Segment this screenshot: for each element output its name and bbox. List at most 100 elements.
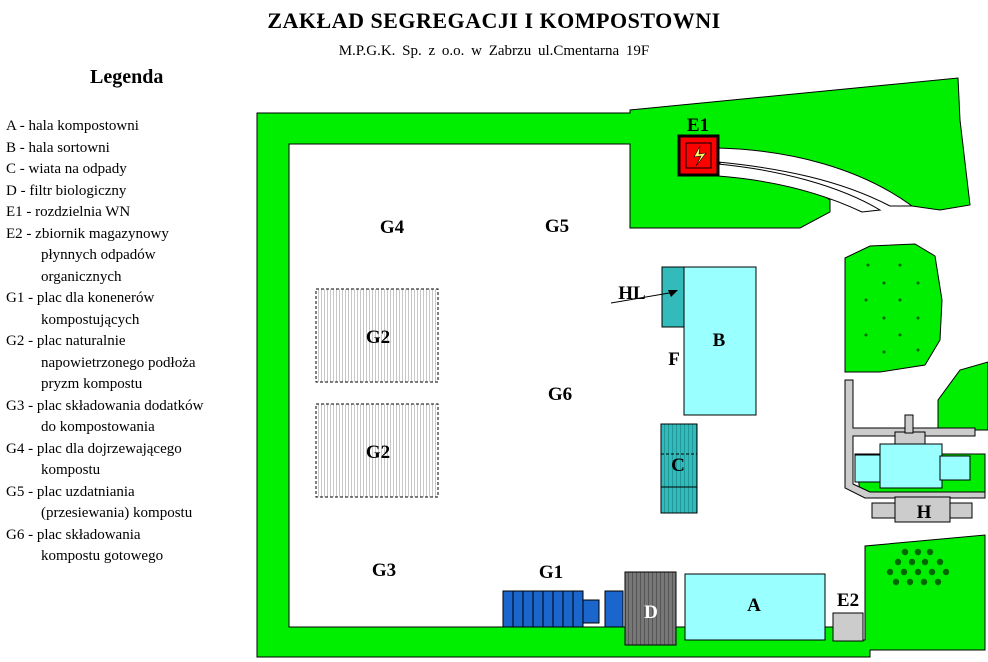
- tree-icon: [892, 578, 900, 586]
- label-c: C: [671, 455, 685, 476]
- label-g3: G3: [372, 560, 396, 581]
- label-e1: E1: [687, 115, 709, 136]
- containers-g1: [502, 590, 624, 628]
- tree-icon: [934, 578, 942, 586]
- building-hl: [661, 266, 686, 328]
- building-cluster-right: [939, 455, 971, 481]
- legend-item-g5: G5 - plac uzdatniania(przesiewania) komp…: [6, 482, 256, 525]
- lightning-icon: [693, 145, 707, 167]
- area-g2-lower: [315, 403, 439, 498]
- tree-icon: [901, 548, 909, 556]
- site-boundary-grass: [256, 77, 986, 658]
- label-hl: HL: [618, 283, 645, 304]
- green-patch-trees-upper: [844, 243, 943, 373]
- legend-line: G4 - plac dla dojrzewającego: [6, 440, 182, 457]
- legend-line: G1 - plac dla konenerów: [6, 290, 155, 306]
- tree-icon: [900, 568, 908, 576]
- legend-item-d: D - filtr biologiczny: [6, 181, 256, 203]
- tree-icon: [928, 568, 936, 576]
- tree-icon: [898, 333, 902, 337]
- tree-icon: [898, 298, 902, 302]
- container: [604, 590, 624, 628]
- tree-icon: [882, 316, 886, 320]
- container: [502, 590, 514, 628]
- legend-line: E1 - rozdzielnia WN: [6, 204, 131, 220]
- tree-icon: [936, 558, 944, 566]
- legend-line: G5 - plac uzdatniania: [6, 483, 135, 500]
- tree-icon: [916, 281, 920, 285]
- building-b: [683, 266, 757, 416]
- legend-line: kompostu gotowego: [41, 548, 164, 564]
- tree-icon: [916, 348, 920, 352]
- legend-item-a: A - hala kompostowni: [6, 116, 256, 138]
- label-b: B: [713, 330, 726, 351]
- legend-item-g6: G6 - plac składowania kompostu gotowego: [6, 525, 256, 568]
- legend-item-e1: E1 - rozdzielnia WN: [6, 202, 256, 224]
- legend-line: A - hala kompostowni: [6, 118, 139, 134]
- legend-item-g4: G4 - plac dla dojrzewającego kompostu: [6, 439, 256, 482]
- tree-icon: [908, 558, 916, 566]
- green-patch-right: [937, 361, 988, 431]
- legend-title: Legenda: [90, 66, 164, 88]
- tree-icon: [914, 548, 922, 556]
- tree-icon: [866, 263, 870, 267]
- trees-lower: [886, 548, 950, 586]
- hl-arrow: [610, 291, 676, 304]
- tree-icon: [886, 568, 894, 576]
- legend-line: do kompostowania: [41, 419, 155, 435]
- tree-icon: [864, 298, 868, 302]
- legend-line: pryzm kompostu: [41, 376, 143, 392]
- container: [572, 590, 584, 628]
- tree-icon: [882, 350, 886, 354]
- tree-icon: [926, 548, 934, 556]
- tree-icon: [864, 333, 868, 337]
- container: [542, 590, 554, 628]
- label-g1: G1: [539, 562, 563, 583]
- tree-icon: [914, 568, 922, 576]
- container: [552, 590, 564, 628]
- label-g6: G6: [548, 384, 572, 405]
- road-network: [844, 379, 986, 499]
- tree-icon: [894, 558, 902, 566]
- legend-line: E2 - zbiornik magazynowy: [6, 225, 169, 242]
- building-a: [684, 573, 826, 641]
- legend-line: G2 - plac naturalnie: [6, 333, 126, 349]
- trees-upper: [864, 263, 920, 354]
- access-road: [717, 147, 914, 207]
- legend-item-b: B - hala sortowni: [6, 138, 256, 160]
- tree-icon: [921, 558, 929, 566]
- container: [522, 590, 534, 628]
- tree-icon: [920, 578, 928, 586]
- legend-line: kompostu: [41, 462, 101, 478]
- container: [532, 590, 544, 628]
- legend-line: organicznych: [41, 268, 122, 285]
- legend-item-g1: G1 - plac dla konenerów kompostujących: [6, 288, 256, 331]
- building-d: [624, 571, 677, 646]
- legend-line: G6 - plac składowania: [6, 526, 141, 543]
- building-cluster-chimney: [904, 414, 914, 434]
- legend-line: B - hala sortowni: [6, 139, 110, 156]
- legend-line: D - filtr biologiczny: [6, 182, 127, 199]
- label-h: H: [917, 502, 932, 523]
- legend-item-e2: E2 - zbiornik magazynowy płynnych odpadów…: [6, 224, 256, 289]
- legend-line: kompostujących: [41, 311, 140, 328]
- building-h-core: [894, 496, 951, 523]
- label-d: D: [644, 602, 658, 623]
- tree-icon: [906, 578, 914, 586]
- access-road-inner: [717, 163, 882, 213]
- building-c: [660, 423, 698, 514]
- label-g2-lower: G2: [366, 442, 390, 463]
- label-g2-upper: G2: [366, 327, 390, 348]
- tank-e2: [832, 612, 864, 642]
- tree-icon: [882, 281, 886, 285]
- tree-icon: [942, 568, 950, 576]
- container: [582, 599, 600, 624]
- area-g2-upper: [315, 288, 439, 383]
- legend-line: płynnych odpadów: [41, 247, 156, 263]
- page-title: ZAKŁAD SEGREGACJI I KOMPOSTOWNI: [267, 8, 721, 33]
- page-subtitle: M.P.G.K. Sp. z o.o. w Zabrzu ul.Cmentarn…: [338, 43, 650, 59]
